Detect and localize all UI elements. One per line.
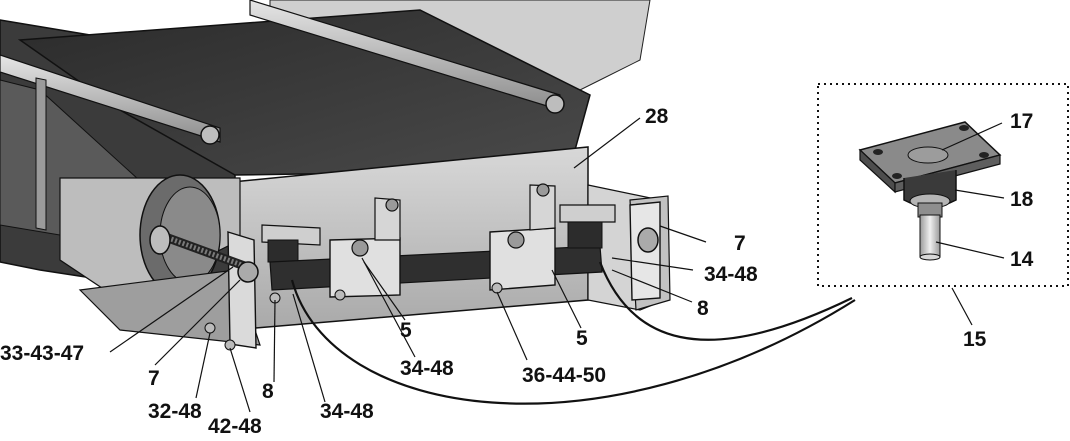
detail-inset-bearing <box>817 83 1069 287</box>
callout-5-right: 5 <box>576 327 588 350</box>
callout-42-48: 42-48 <box>208 415 262 438</box>
callout-15: 15 <box>963 328 987 351</box>
callout-5-left: 5 <box>400 319 412 342</box>
callout-7-left: 7 <box>148 367 160 390</box>
callout-28: 28 <box>645 105 669 128</box>
callout-36-44-50: 36-44-50 <box>522 364 606 387</box>
callout-7-right: 7 <box>734 232 746 255</box>
leader-lines <box>109 117 1005 413</box>
callout-8-right: 8 <box>697 297 709 320</box>
callout-labels: 28 17 18 14 15 7 34-48 8 5 36-44-50 5 34… <box>0 105 1034 438</box>
callout-34-48-right: 34-48 <box>704 263 758 286</box>
inset-connector-lines <box>290 261 856 405</box>
conveyor-frame <box>0 0 671 351</box>
callout-18: 18 <box>1010 188 1034 211</box>
callout-32-48: 32-48 <box>148 400 202 423</box>
callout-34-48-mid: 34-48 <box>400 357 454 380</box>
callout-33-43-47: 33-43-47 <box>0 342 84 365</box>
callout-34-48-bottom: 34-48 <box>320 400 374 423</box>
callout-8-left: 8 <box>262 380 274 403</box>
callout-14: 14 <box>1010 248 1034 271</box>
callout-17: 17 <box>1010 110 1033 133</box>
